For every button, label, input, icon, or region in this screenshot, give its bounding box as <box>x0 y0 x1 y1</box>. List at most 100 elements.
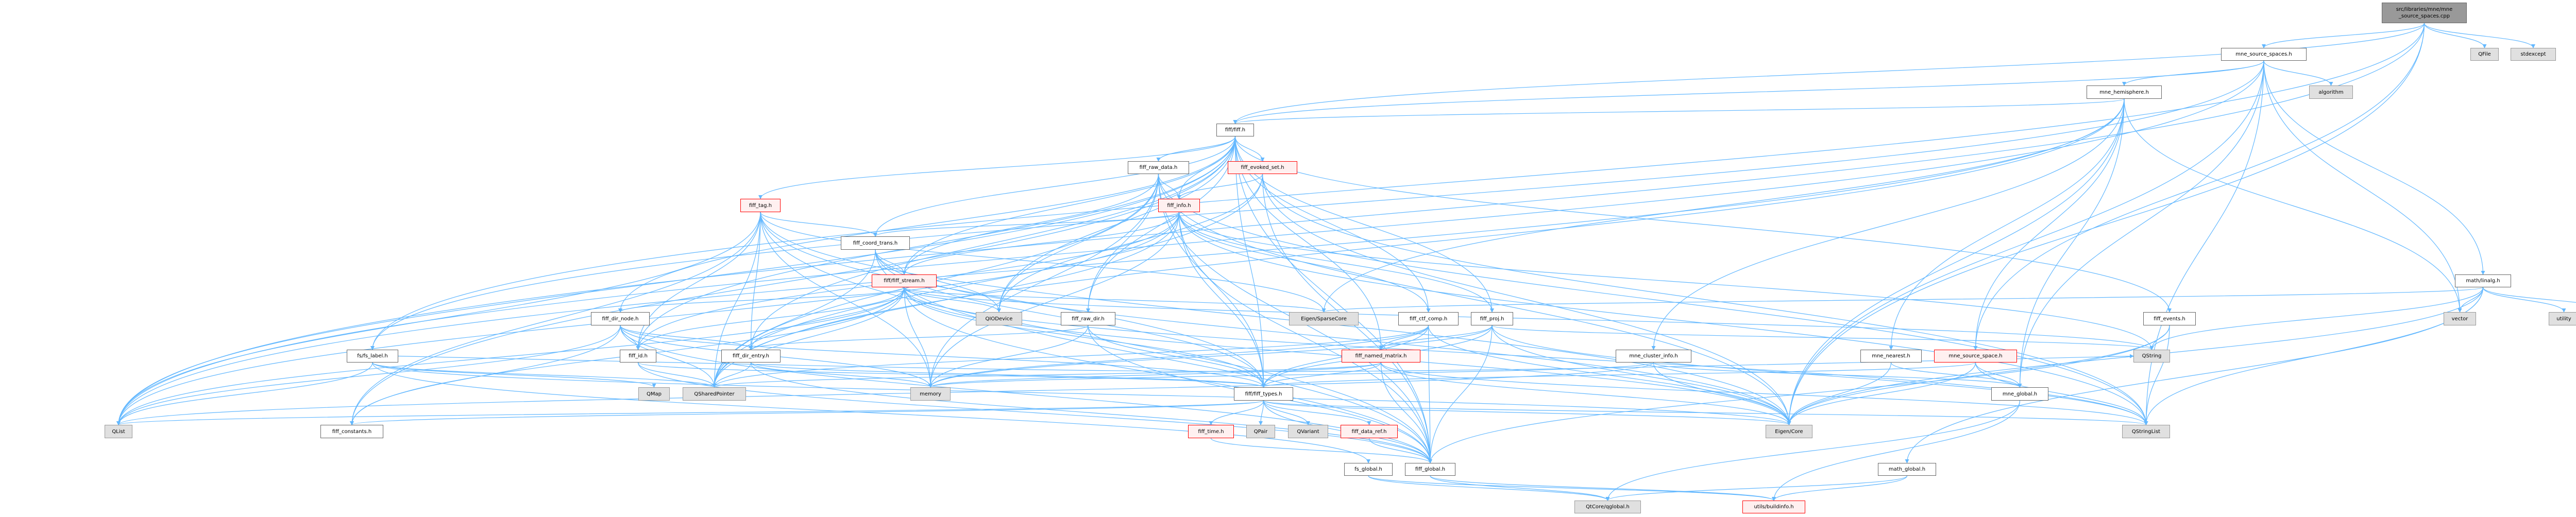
node-mne-nearest-h[interactable]: mne_nearest.h <box>1860 350 1922 363</box>
node-qfile[interactable]: QFile <box>2470 48 2499 61</box>
node-fiff-events-h[interactable]: fiff_events.h <box>2143 312 2196 325</box>
node-mne-cluster-info-h[interactable]: mne_cluster_info.h <box>1616 350 1691 363</box>
edge-fs_label_h-to-qsharedpointer <box>372 362 717 388</box>
node-fiff-coord-trans-h[interactable]: fiff_coord_trans.h <box>841 236 910 250</box>
node-fiff-dir-entry-h[interactable]: fiff_dir_entry.h <box>721 350 781 363</box>
node-stdexcept[interactable]: stdexcept <box>2511 48 2556 61</box>
edge-fiff_tag_h-to-qlist <box>116 212 761 425</box>
edge-fiff_events_h-to-fiff_global_h <box>1428 325 2170 463</box>
edge-fiff_named_matrix_h-to-qsharedpointer <box>712 362 1382 388</box>
edge-fiff_stream_h-to-fiff_id_h <box>636 287 905 350</box>
edge-fiff_global_h-to-buildinfo_h <box>1430 475 1776 501</box>
node-fs-label-h[interactable]: fs/fs_label.h <box>347 350 398 363</box>
edge-fiff_ctf_comp_h-to-memory <box>928 325 1429 388</box>
edge-fiff_dir_entry_h-to-memory <box>750 362 933 388</box>
edge-fiff_info_h-to-memory <box>928 212 1180 388</box>
edge-fiff_types_h-to-fiff_time_h <box>1209 400 1264 425</box>
edge-math_global_h-to-qglobal_h <box>1605 475 1908 501</box>
node-qglobal-h[interactable]: QtCore/qglobal.h <box>1574 501 1641 513</box>
edge-fiff_coord_trans_h-to-fiff_global_h <box>875 249 1432 463</box>
node-eigen-sparsecore[interactable]: Eigen/SparseCore <box>1289 312 1359 325</box>
edge-linalg_h-to-qstring <box>2149 287 2484 350</box>
node-fiff-constants-h[interactable]: fiff_constants.h <box>320 425 383 438</box>
edge-fiff_h-to-qlist <box>116 136 1236 425</box>
node-qstringlist[interactable]: QStringList <box>2122 425 2170 438</box>
node-fiff-dir-node-h[interactable]: fiff_dir_node.h <box>591 312 650 325</box>
edge-linalg_h-to-utility <box>2482 287 2566 313</box>
node-mne-source-space-h[interactable]: mne_source_space.h <box>1934 350 2017 363</box>
node-buildinfo-h[interactable]: utils/buildinfo.h <box>1742 501 1805 513</box>
edge-linalg_h-to-qstringlist <box>2144 287 2484 425</box>
node-fiff-data-ref-h[interactable]: fiff_data_ref.h <box>1341 425 1398 438</box>
edge-fiff_h-to-fiff_global_h <box>1234 136 1432 463</box>
node-fs-global-h[interactable]: fs_global.h <box>1344 463 1393 476</box>
edge-fiff_tag_h-to-fiff_dir_entry_h <box>749 212 761 350</box>
edge-fiff_tag_h-to-fiff_global_h <box>760 212 1432 463</box>
edge-fiff_types_h-to-qlist <box>116 400 1264 425</box>
edge-fiff_stream_h-to-qlist <box>116 287 905 425</box>
edge-fiff_h-to-fiff_named_matrix_h <box>1234 136 1383 350</box>
edge-fiff_raw_data_h-to-fiff_raw_dir_h <box>1086 174 1159 313</box>
node-qpair[interactable]: QPair <box>1246 425 1275 438</box>
node-qlist[interactable]: QList <box>105 425 132 438</box>
edge-linalg_h-to-eigen_sparsecore <box>1322 287 2484 313</box>
edge-fiff_events_h-to-qstringlist <box>2144 325 2170 425</box>
edge-fiff_info_h-to-fiff_types_h <box>1178 212 1266 388</box>
node-mne-hemisphere-h[interactable]: mne_hemisphere.h <box>2087 85 2162 99</box>
node-eigen-core[interactable]: Eigen/Core <box>1766 425 1812 438</box>
edge-fs_label_h-to-fs_global_h <box>372 362 1370 463</box>
node-qvariant[interactable]: QVariant <box>1288 425 1328 438</box>
node-fiff-tag-h[interactable]: fiff_tag.h <box>740 199 781 212</box>
edge-fiff_stream_h-to-qiodevice <box>904 287 1001 313</box>
node-utility[interactable]: utility <box>2549 312 2576 325</box>
node-qmap[interactable]: QMap <box>638 387 670 401</box>
edge-fiff_info_h-to-fiff_global_h <box>1178 212 1432 463</box>
edge-fiff_h-to-fiff_dir_node_h <box>618 136 1236 313</box>
node-fiff-h[interactable]: fiff/fiff.h <box>1216 124 1254 136</box>
node-fiff-time-h[interactable]: fiff_time.h <box>1188 425 1234 438</box>
node-fiff-proj-h[interactable]: fiff_proj.h <box>1471 312 1513 325</box>
edge-fiff_time_h-to-fiff_global_h <box>1210 438 1432 463</box>
node-vector[interactable]: vector <box>2444 312 2476 325</box>
edge-fs_global_h-to-qglobal_h <box>1368 475 1610 501</box>
edge-mne_source_spaces_h-to-fiff_h <box>1233 60 2264 124</box>
node-algorithm[interactable]: algorithm <box>2309 85 2353 99</box>
node-mne-source-spaces-h[interactable]: mne_source_spaces.h <box>2221 48 2307 61</box>
node-mne-global-h[interactable]: mne_global.h <box>1991 387 2048 401</box>
node-fiff-types-h[interactable]: fiff/fiff_types.h <box>1234 387 1293 401</box>
edge-fiff_global_h-to-qglobal_h <box>1430 475 1610 501</box>
node-math-global-h[interactable]: math_global.h <box>1878 463 1936 476</box>
node-root[interactable]: src/libraries/mne/mne _source_spaces.cpp <box>2382 3 2467 23</box>
node-fiff-ctf-comp-h[interactable]: fiff_ctf_comp.h <box>1398 312 1459 325</box>
edge-fiff_stream_h-to-fiff_types_h <box>904 287 1266 388</box>
node-fiff-evoked-set-h[interactable]: fiff_evoked_set.h <box>1228 161 1297 174</box>
node-fiff-named-matrix-h[interactable]: fiff_named_matrix.h <box>1342 350 1420 363</box>
node-qstring[interactable]: QString <box>2133 350 2170 363</box>
node-fiff-id-h[interactable]: fiff_id.h <box>620 350 656 363</box>
node-linalg-h[interactable]: math/linalg.h <box>2455 274 2511 287</box>
edge-fiff_h-to-fiff_tag_h <box>758 136 1236 199</box>
node-fiff-info-h[interactable]: fiff_info.h <box>1158 199 1200 212</box>
node-qiodevice[interactable]: QIODevice <box>976 312 1022 325</box>
edge-mne_hemisphere_h-to-mne_global_h <box>2018 98 2125 388</box>
node-fiff-raw-dir-h[interactable]: fiff_raw_dir.h <box>1061 312 1115 325</box>
edge-fiff_coord_trans_h-to-fiff_stream_h <box>875 249 906 275</box>
node-fiff-raw-data-h[interactable]: fiff_raw_data.h <box>1128 161 1189 174</box>
edge-fiff_types_h-to-fiff_data_ref_h <box>1263 400 1371 425</box>
node-memory[interactable]: memory <box>910 387 951 401</box>
edge-fs_label_h-to-qlist <box>116 362 373 425</box>
node-qsharedpointer[interactable]: QSharedPointer <box>683 387 746 401</box>
edge-fiff_proj_h-to-qstring <box>1492 325 2154 350</box>
edge-mne_cluster_info_h-to-qlist <box>116 362 1654 425</box>
edge-fiff_stream_h-to-fiff_dir_node_h <box>618 287 905 313</box>
edge-fiff_info_h-to-fiff_ctf_comp_h <box>1178 212 1431 313</box>
edge-mne_source_spaces_h-to-linalg_h <box>2263 60 2485 275</box>
edge-fs_label_h-to-qmap <box>372 362 656 388</box>
edge-mne_cluster_info_h-to-mne_global_h <box>1653 362 2022 388</box>
edge-fiff_tag_h-to-eigen_core <box>760 212 1791 425</box>
node-fiff-global-h[interactable]: fiff_global.h <box>1405 463 1455 476</box>
edge-mne_source_spaces_h-to-qstringlist <box>2144 60 2264 425</box>
edge-fiff_named_matrix_h-to-fiff_types_h <box>1261 362 1382 388</box>
edge-fiff_types_h-to-qvariant <box>1263 400 1310 425</box>
node-fiff-stream-h[interactable]: fiff/fiff_stream.h <box>872 274 937 287</box>
